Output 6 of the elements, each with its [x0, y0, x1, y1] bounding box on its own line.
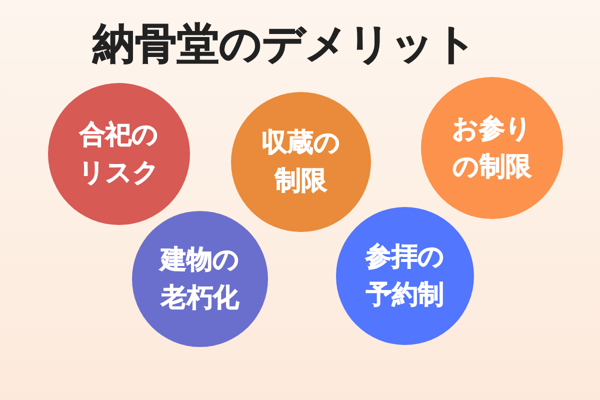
- circle-label: お参りの制限: [452, 113, 532, 184]
- circle-label: 参拝の予約制: [366, 241, 444, 312]
- circle-label: 建物の老朽化: [160, 244, 240, 315]
- title: 納骨堂のデメリット: [91, 18, 478, 70]
- circle-label: 収蔵の制限: [262, 127, 340, 198]
- circle-label: 合祀のリスク: [78, 119, 160, 190]
